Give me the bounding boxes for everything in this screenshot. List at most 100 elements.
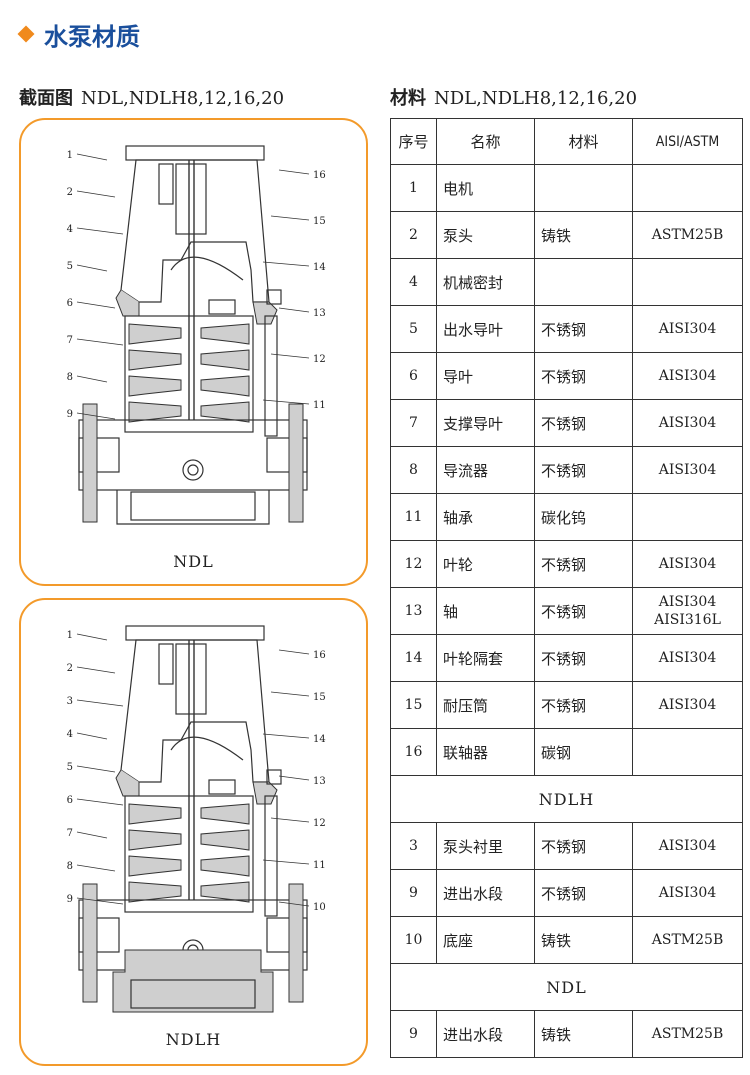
cell-no: 8 (390, 446, 437, 494)
drain-plug-inner (187, 464, 199, 476)
leader-line (262, 261, 310, 267)
page-title: 水泵材质 (14, 14, 140, 54)
part-number-label: 15 (313, 692, 326, 703)
impeller-left (128, 855, 182, 877)
cell-name: 导叶 (436, 352, 535, 400)
cell-name: 支撑导叶 (436, 399, 535, 447)
inlet-port (78, 917, 120, 953)
part-number-label: 7 (67, 828, 73, 839)
part-number-label: 16 (313, 170, 326, 181)
seal-block (208, 779, 236, 795)
impeller-left (128, 829, 182, 851)
cell-name: 联轴器 (436, 728, 535, 776)
impeller-right (200, 349, 250, 371)
part-number-label: 4 (67, 224, 73, 235)
part-number-label: 13 (313, 776, 326, 787)
impeller-right (200, 855, 250, 877)
part-number-label: 5 (67, 261, 73, 272)
part-number-label: 8 (67, 861, 73, 872)
cell-name: 泵头衬里 (436, 822, 535, 870)
impeller-left (128, 803, 182, 825)
outlet-port (266, 437, 308, 473)
pump-head-flange-right (252, 301, 278, 325)
cell-no: 11 (390, 493, 437, 541)
standard-value: AISI304 (658, 697, 717, 713)
cell-name: 轴 (436, 587, 535, 635)
leader-line (262, 399, 310, 405)
leader-line (76, 864, 116, 872)
part-number-label: 16 (313, 650, 326, 661)
part-number-label: 10 (313, 902, 326, 913)
part-number-label: 11 (313, 860, 326, 871)
cell-name: 轴承 (436, 493, 535, 541)
panel-caption: NDL (173, 552, 214, 571)
part-number-label: 14 (313, 734, 326, 745)
leader-line (76, 765, 116, 773)
part-number-label: 2 (67, 663, 73, 674)
standard-value: ASTM25B (651, 227, 724, 243)
impeller-left (128, 375, 182, 397)
page-title-text: 水泵材质 (44, 22, 140, 51)
leader-line (76, 153, 108, 161)
cell-material: 不锈钢 (534, 822, 633, 870)
leader-line (76, 264, 108, 272)
cell-standard: AISI304 (632, 305, 743, 353)
impeller-right (200, 881, 250, 903)
standard-value: ASTM25B (651, 932, 724, 948)
leader-line (76, 190, 116, 198)
outlet-flange (288, 883, 304, 1003)
cell-standard: ASTM25B (632, 1010, 743, 1058)
standard-value: AISI304 (658, 462, 717, 478)
cell-no: 1 (390, 164, 437, 212)
cell-no: 4 (390, 258, 437, 306)
cell-standard: AISI304 (632, 399, 743, 447)
outer-sleeve (264, 315, 278, 437)
cell-no: 12 (390, 540, 437, 588)
part-number-label: 14 (313, 262, 326, 273)
leader-line (76, 831, 108, 839)
cell-name: 机械密封 (436, 258, 535, 306)
pump-head-flange-left (115, 769, 140, 797)
cell-name: 底座 (436, 916, 535, 964)
cell-material (534, 258, 633, 306)
drain-plug (182, 459, 204, 481)
cell-material: 不锈钢 (534, 540, 633, 588)
part-number-label: 11 (313, 400, 326, 411)
standard-value: AISI304 (658, 556, 717, 572)
leader-line (76, 338, 124, 346)
cell-material: 不锈钢 (534, 446, 633, 494)
pump-head (120, 639, 270, 783)
cell-no: 5 (390, 305, 437, 353)
inlet-flange (82, 403, 98, 523)
header-material: 材料 (534, 118, 633, 165)
leader-line (278, 169, 310, 175)
part-number-label: 9 (67, 409, 73, 420)
cell-standard: ASTM25B (632, 211, 743, 259)
standard-value: AISI304 (658, 650, 717, 666)
cell-material: 不锈钢 (534, 681, 633, 729)
cell-standard: AISI304 (632, 540, 743, 588)
leader-line (270, 691, 310, 697)
stack-chamber (124, 315, 254, 433)
cell-standard: AISI304 (632, 681, 743, 729)
cell-standard: AISI304 (632, 869, 743, 917)
leader-line (76, 732, 108, 740)
cell-standard (632, 258, 743, 306)
part-number-label: 1 (67, 630, 73, 641)
cell-material: 铸铁 (534, 1010, 633, 1058)
cell-material: 不锈钢 (534, 352, 633, 400)
cell-no: 10 (390, 916, 437, 964)
leader-line (270, 353, 310, 359)
inlet-flange (82, 883, 98, 1003)
tie-bolt-nut (266, 289, 282, 305)
base (112, 949, 274, 1013)
